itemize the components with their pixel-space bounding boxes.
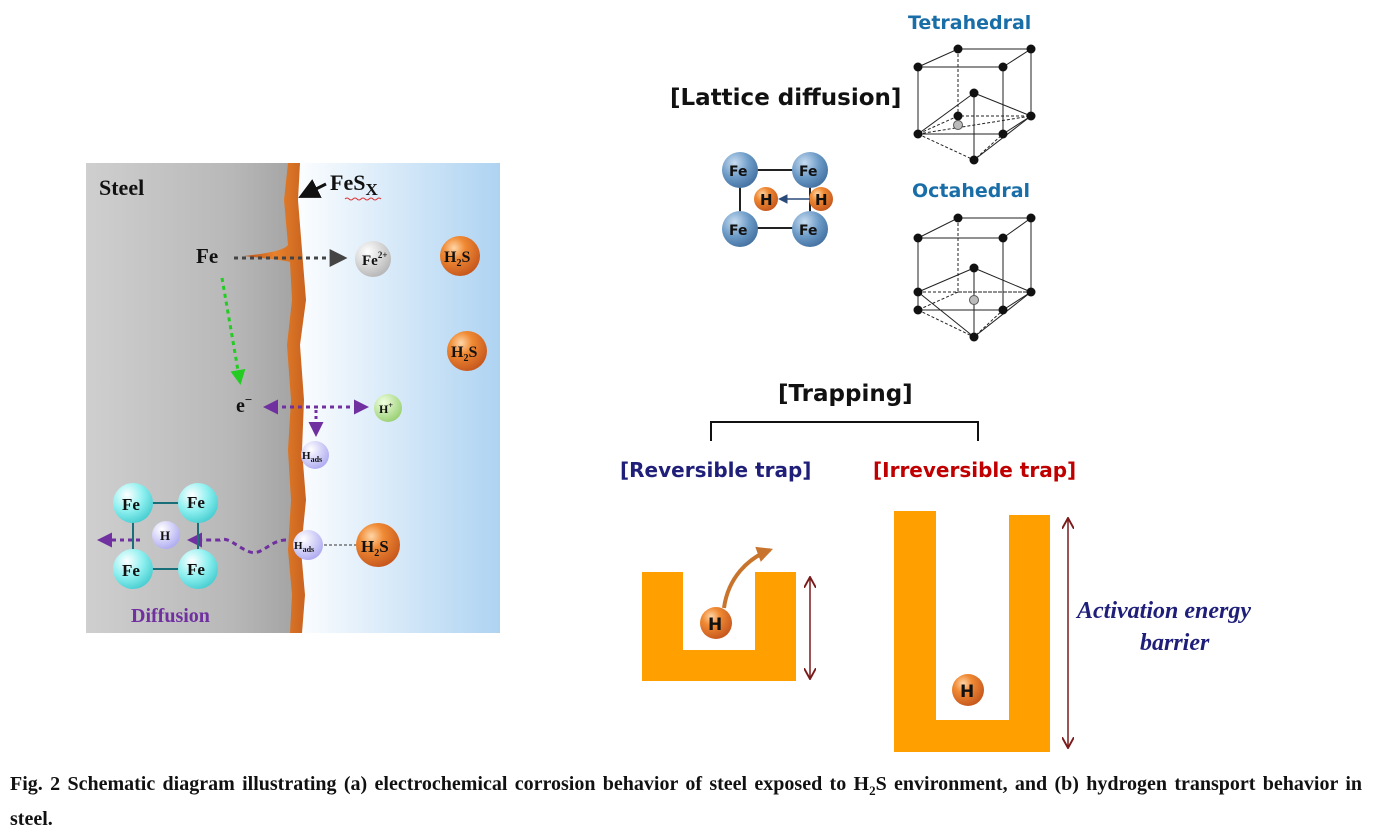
lattice-diffusion-cell: Fe Fe Fe Fe H H [722, 152, 833, 247]
svg-text:Fe: Fe [729, 164, 748, 180]
svg-text:Fe: Fe [122, 561, 140, 580]
svg-text:Fe: Fe [799, 223, 818, 239]
figure-caption: Fig. 2 Schematic diagram illustrating (a… [10, 773, 1362, 830]
svg-text:H: H [760, 191, 773, 209]
fes-pointer-arrow [298, 179, 327, 198]
hplus-ion [374, 394, 402, 422]
electron-label: e− [236, 392, 252, 417]
svg-text:H: H [160, 528, 170, 543]
svg-text:Fe: Fe [187, 560, 205, 579]
svg-text:Fe: Fe [187, 493, 205, 512]
octahedral-label: Octahedral [912, 180, 1030, 202]
fe2-ion [355, 241, 391, 277]
activation-energy-label-2: barrier [1140, 630, 1210, 656]
svg-text:Fe: Fe [122, 495, 140, 514]
irreversible-trap-well [894, 511, 1050, 752]
steel-lattice: Fe Fe Fe Fe H [113, 483, 218, 589]
fes-label: FeSX [330, 170, 378, 199]
h2s-molecule-1: H2S [440, 236, 480, 276]
trapping-bracket [710, 421, 979, 441]
steel-label: Steel [99, 175, 144, 200]
fe-atom-label: Fe [196, 244, 218, 268]
hads-label: Hads [302, 450, 322, 464]
svg-text:H: H [708, 615, 722, 635]
fe-to-electron-arrow [220, 277, 246, 385]
svg-text:H: H [815, 191, 828, 209]
reversible-trap-well [642, 572, 796, 681]
svg-text:H2S: H2S [451, 344, 477, 364]
svg-text:H: H [960, 682, 974, 702]
hplus-label: H+ [379, 401, 393, 416]
lattice-diffusion-title: [Lattice diffusion] [670, 85, 901, 111]
escape-arrow [722, 546, 774, 609]
svg-text:H2S: H2S [444, 249, 470, 269]
h2s-molecule-3: H2S [356, 523, 400, 567]
svg-text:Fe: Fe [729, 223, 748, 239]
reversible-trap-label: [Reversible trap] [620, 458, 811, 482]
figure-canvas: Steel FeSX Fe Fe2+ H2S H2S H2S e− [86, 12, 1251, 752]
fe2-ion-label: Fe2+ [362, 250, 387, 269]
fes-layer [244, 163, 306, 633]
tetrahedral-cube [913, 44, 1036, 165]
svg-text:H2S: H2S [361, 537, 389, 559]
panel-b: [Lattice diffusion] Fe Fe Fe Fe H H Tetr… [620, 12, 1251, 752]
svg-text:Fe: Fe [799, 164, 818, 180]
hads-atom-2 [293, 530, 323, 560]
irreversible-trap-h [952, 674, 984, 706]
diffusion-path-arrow [187, 532, 287, 555]
panel-a: Steel FeSX Fe Fe2+ H2S H2S H2S e− [86, 163, 500, 633]
octahedral-cube [913, 213, 1036, 342]
hads2-label: Hads [294, 540, 314, 554]
activation-energy-label-1: Activation energy [1075, 598, 1251, 624]
h2s-molecule-2: H2S [447, 331, 487, 371]
hads-atom [301, 441, 329, 469]
fes-underline [344, 197, 382, 201]
tetrahedral-label: Tetrahedral [908, 12, 1031, 34]
trapping-title: [Trapping] [778, 381, 913, 407]
irreversible-trap-label: [Irreversible trap] [873, 458, 1076, 482]
diffusion-label: Diffusion [131, 605, 210, 627]
reversible-trap-h [700, 607, 732, 639]
